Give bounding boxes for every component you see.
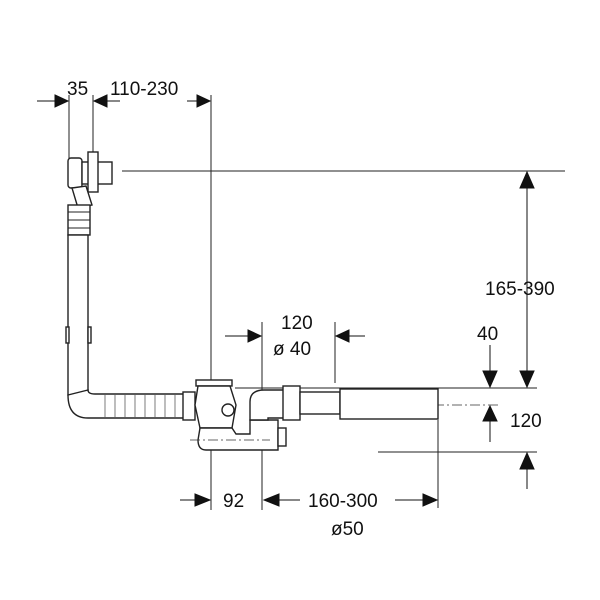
dim-outlet-height: 120	[510, 411, 542, 432]
overflow-nut	[87, 151, 99, 193]
overflow-cover	[67, 157, 83, 189]
dim-pipe-diameter: ø50	[331, 519, 364, 540]
dim-drain-offset: 92	[223, 491, 244, 512]
trap	[197, 419, 279, 451]
dim-trap-length: 120	[281, 313, 313, 334]
flex-nut	[182, 391, 196, 421]
outlet-pipe	[299, 391, 341, 415]
pipe-elbow	[67, 389, 191, 419]
dim-overflow-offset: 35	[67, 79, 88, 100]
extension-pipe	[339, 388, 439, 420]
pipe-nut	[282, 385, 301, 421]
dim-overflow-height: 165-390	[485, 279, 555, 300]
dim-overflow-to-drain: 110-230	[110, 79, 178, 100]
dim-pipe-length: 160-300	[308, 491, 378, 512]
dim-trap-diameter: ø 40	[273, 339, 311, 360]
reference-lines	[68, 95, 565, 510]
overflow-elbow	[71, 185, 93, 209]
overflow-pipe	[67, 234, 89, 396]
drain-assembly	[65, 151, 439, 451]
dim-outlet-top: 40	[477, 324, 498, 345]
drain-grate	[195, 379, 233, 387]
dimension-arrows	[37, 94, 535, 507]
outlet-elbow	[249, 389, 285, 421]
